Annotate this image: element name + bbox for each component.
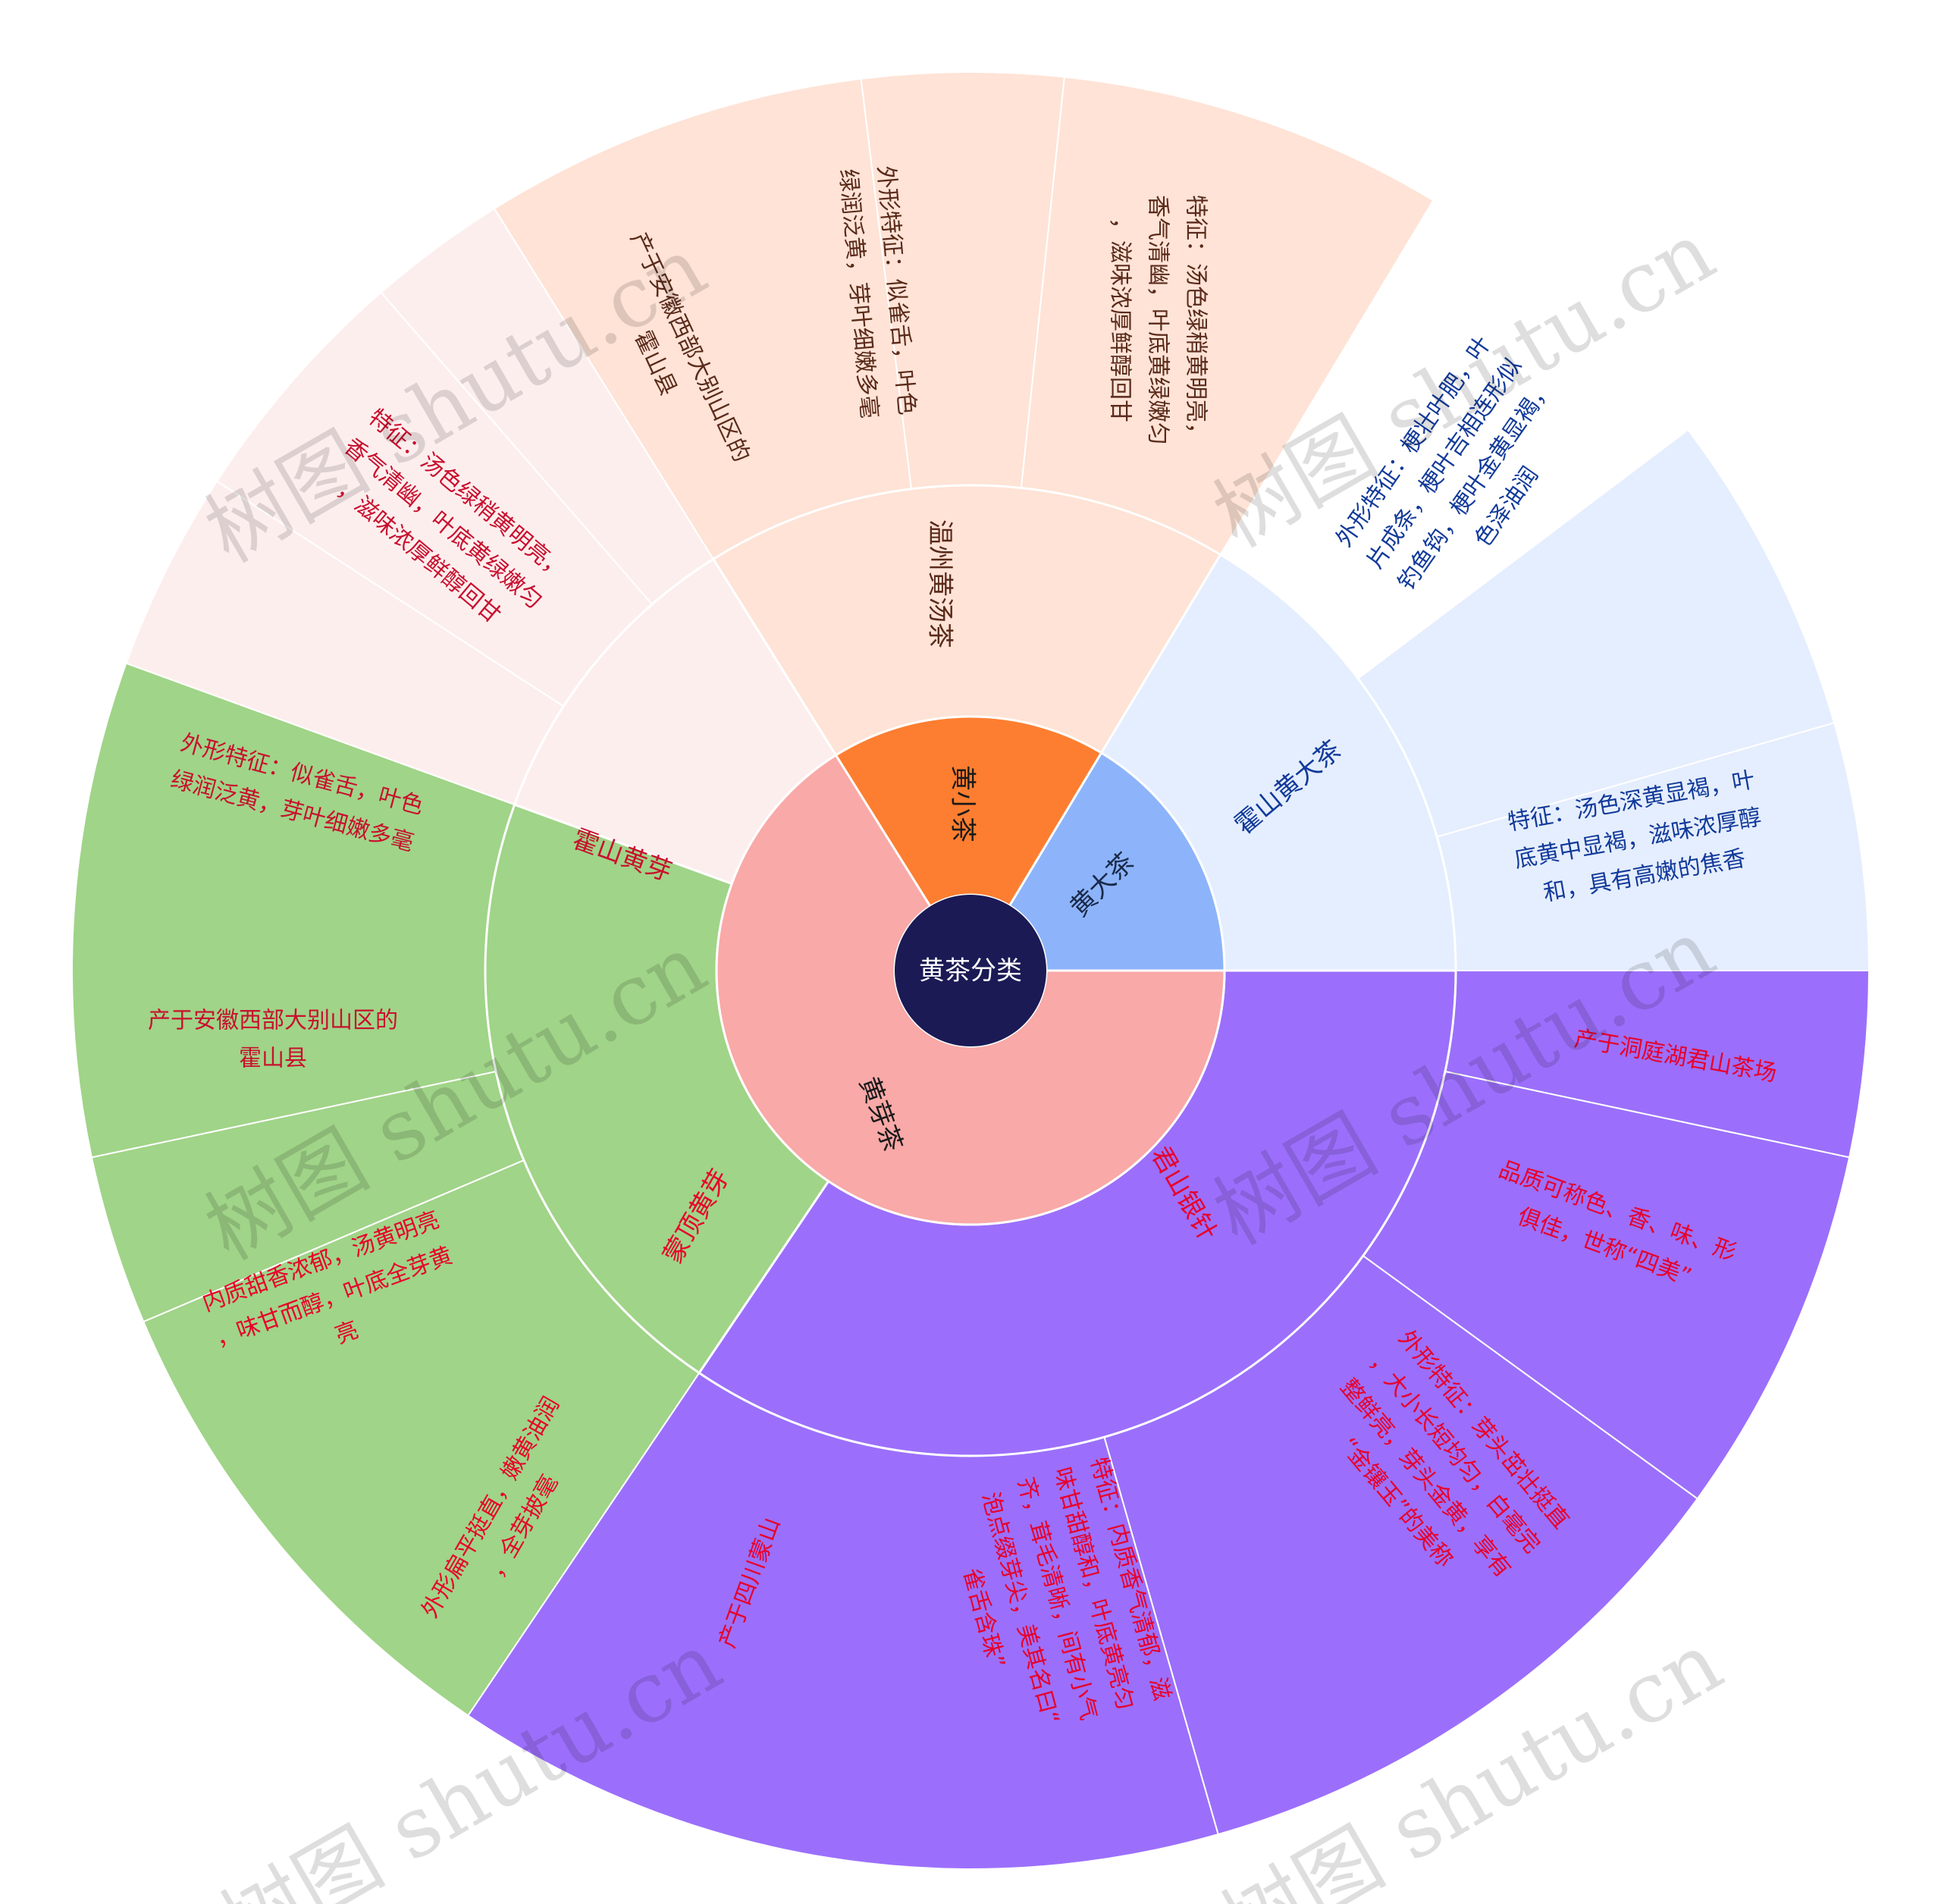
subcategory-label: 温州黄汤茶 xyxy=(925,519,955,648)
category-wedge xyxy=(1008,751,1226,972)
detail-label-line: 霍山县 xyxy=(239,1046,307,1072)
detail-label-line: 香气清幽，叶底黄绿嫩匀 xyxy=(1145,195,1171,445)
detail-label: 特征：汤色绿稍黄明亮， 香气清幽，叶底黄绿嫩匀 ，滋味浓厚鲜醇回甘 xyxy=(1107,195,1209,445)
subcategory-segment[interactable]: 君山银针 xyxy=(698,969,1457,1457)
detail-segment[interactable]: 特征：汤色深黄显褐，叶底黄中显褐，滋味浓厚醇和，具有高嫩的焦香 xyxy=(1435,722,1870,971)
detail-segment[interactable]: 产于安徽西部大别山区的霍山县 xyxy=(493,77,913,560)
category-label: 黄小茶 xyxy=(948,765,978,842)
detail-ring: 外形特征：梗壮叶肥，叶片成条，梗叶吉相连形似钓鱼钩，梗叶金黄显褐，色泽油润特征：… xyxy=(71,71,1870,1870)
detail-segment[interactable]: 外形特征：芽头茁壮挺直，大小长短均匀，白毫完整鲜亮，芽头金黄，享有“金镶玉”的美… xyxy=(1103,1254,1699,1836)
detail-label-line: 特征：汤色绿稍黄明亮， xyxy=(1183,195,1209,445)
detail-label: 产于安徽西部大别山区的霍山县 xyxy=(148,1008,398,1072)
detail-label-line: ，滋味浓厚鲜醇回甘 xyxy=(1107,218,1134,422)
category-segment[interactable]: 黄芽茶 xyxy=(715,753,1226,1226)
detail-segment[interactable]: 特征：内质香气清郁，滋味甘甜醇和，叶底黄亮匀齐，茸毛清晰，间有小气泡点缀芽尖，美… xyxy=(466,1372,1219,1870)
root-node[interactable]: 黄茶分类 xyxy=(895,895,1046,1046)
detail-segment[interactable]: 特征：汤色绿稍黄明亮， 香气清幽，叶底黄绿嫩匀 ，滋味浓厚鲜醇回甘 xyxy=(1020,76,1435,556)
detail-label-line: 产于安徽西部大别山区的 xyxy=(148,1008,398,1034)
category-segment[interactable]: 黄大茶 xyxy=(1008,751,1226,972)
detail-segment[interactable]: 品质可称色、香、味、形俱佳，世称“四美” xyxy=(1362,1070,1851,1500)
root-node-circle xyxy=(895,895,1046,1046)
detail-segment[interactable]: 产于洞庭湖君山茶场 xyxy=(1444,970,1870,1159)
root-node-label: 黄茶分类 xyxy=(919,956,1022,987)
subcategory-segment[interactable]: 蒙顶黄芽 xyxy=(484,803,830,1375)
subcategory-segment[interactable]: 霍山黄大茶 xyxy=(1099,553,1457,972)
